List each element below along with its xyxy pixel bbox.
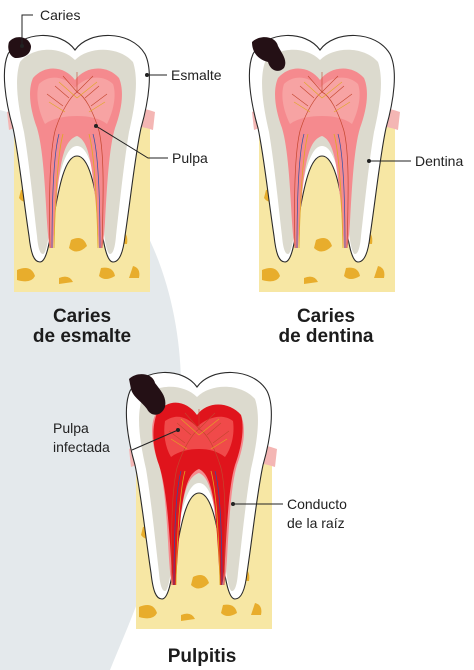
caption-stage1-line1: Caries (53, 306, 111, 327)
tooth-pulpitis (126, 372, 277, 629)
label-conducto-line2: de la raíz (287, 515, 345, 531)
caption-stage1-line2: de esmalte (33, 326, 131, 347)
caption-stage2-line1: Caries (297, 306, 355, 327)
tooth-caries-dentina (249, 35, 400, 292)
caption-stage3: Pulpitis (168, 646, 237, 667)
label-dentina: Dentina (415, 153, 463, 169)
caption-stage2-line2: de dentina (278, 326, 373, 347)
label-pulpa: Pulpa (172, 150, 208, 166)
label-esmalte: Esmalte (171, 67, 222, 83)
label-conducto-line1: Conducto (287, 496, 347, 512)
label-pulpa-infectada-line1: Pulpa (53, 420, 89, 436)
tooth-caries-esmalte (4, 35, 155, 292)
label-pulpa-infectada-line2: infectada (53, 439, 110, 455)
label-caries: Caries (40, 7, 80, 23)
